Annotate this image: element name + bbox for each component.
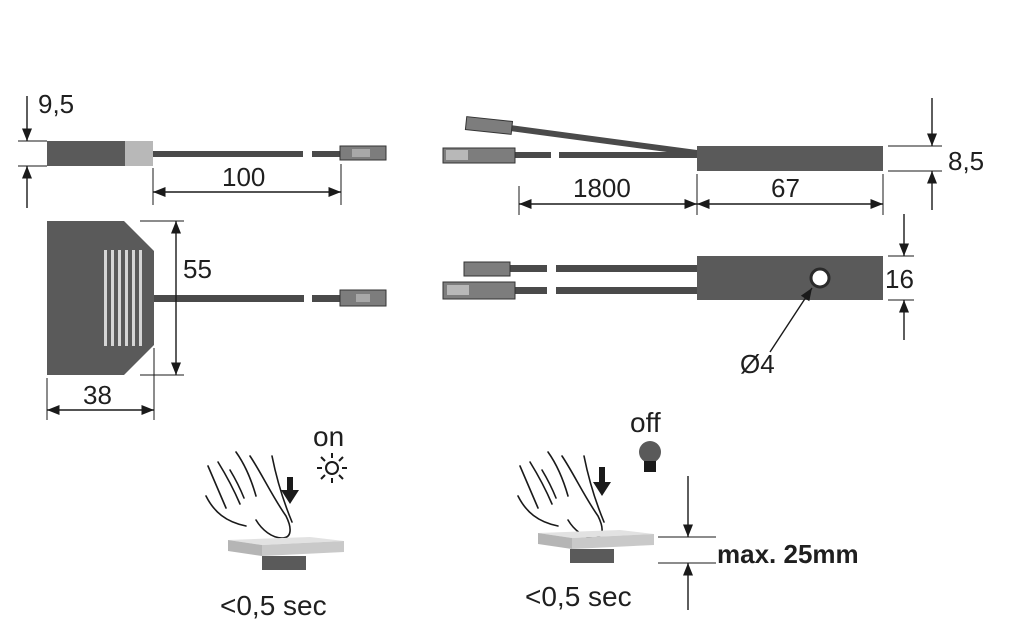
connector-left-front-tab [356,294,370,302]
touch-pad-on [228,537,344,570]
dim-sensor-height-label: 8,5 [948,146,984,176]
light-off-icon [639,441,661,472]
connector-left-top-tab [352,149,370,157]
dim-width-front-label: 55 [183,254,212,284]
cable-right-front-upper-2 [556,265,697,272]
sensor-body-front [697,256,883,300]
distributor-body-front [47,221,154,375]
cable-left-top [153,151,303,157]
max-distance-label: max. 25mm [717,539,859,569]
press-arrow-on-icon [281,477,299,504]
sensor-body-side [697,146,883,171]
press-time-off-label: <0,5 sec [525,581,632,612]
dim-height-side: 9,5 [18,89,74,208]
cable-right-front-lower-2 [556,287,697,294]
connector-right-lower-tab [446,150,468,160]
touch-pad-off [538,530,654,563]
off-label: off [630,407,661,438]
dim-width-front: 55 [140,220,212,376]
distributor-front-view [47,221,387,375]
cable-left-front [154,295,304,302]
connector-right-front-upper [463,261,511,277]
operation-on: on <0,5 sec [205,421,347,621]
distributor-body-side [47,141,125,166]
dim-height-side-label: 9,5 [38,89,74,119]
dim-depth-front: 38 [46,348,155,420]
sensor-hole [809,267,831,289]
dim-sensor-length: 67 [697,173,884,215]
cable-right-front-lower [515,287,547,294]
dim-sensor-width: 16 [885,214,914,340]
sensor-side-view [442,116,883,171]
cable-left-top-end [312,151,342,157]
cable-right-lower-2 [559,152,697,158]
on-label: on [313,421,344,452]
cable-right-upper [510,125,697,156]
light-on-icon [317,453,347,483]
connector-right-upper [464,116,514,135]
hand-off-icon [517,451,605,539]
dim-sensor-height: 8,5 [888,98,984,210]
dim-hole-diameter-label: Ø4 [740,349,775,379]
cable-right-lower [515,152,551,158]
distributor-side-view [47,141,387,166]
connector-right-front-lower-tab [447,285,469,295]
operation-off: off <0,5 sec max. 25mm [517,407,859,612]
cable-right-front-upper [509,265,547,272]
press-time-on-label: <0,5 sec [220,590,327,621]
dim-cable-right-label: 1800 [573,173,631,203]
dim-cable-left: 100 [152,162,342,205]
dim-sensor-width-label: 16 [885,264,914,294]
dim-max-distance: max. 25mm [658,476,859,610]
press-arrow-off-icon [593,467,611,496]
hand-on-icon [205,451,293,539]
dim-sensor-length-label: 67 [771,173,800,203]
sensor-front-view [442,256,883,300]
distributor-label-side [125,141,153,166]
cable-left-front-end [312,295,342,302]
dim-depth-front-label: 38 [83,380,112,410]
dim-cable-left-label: 100 [222,162,265,192]
distributor-grille [104,250,142,346]
dim-hole-diameter: Ø4 [740,287,813,379]
dim-cable-right: 1800 [518,173,698,215]
